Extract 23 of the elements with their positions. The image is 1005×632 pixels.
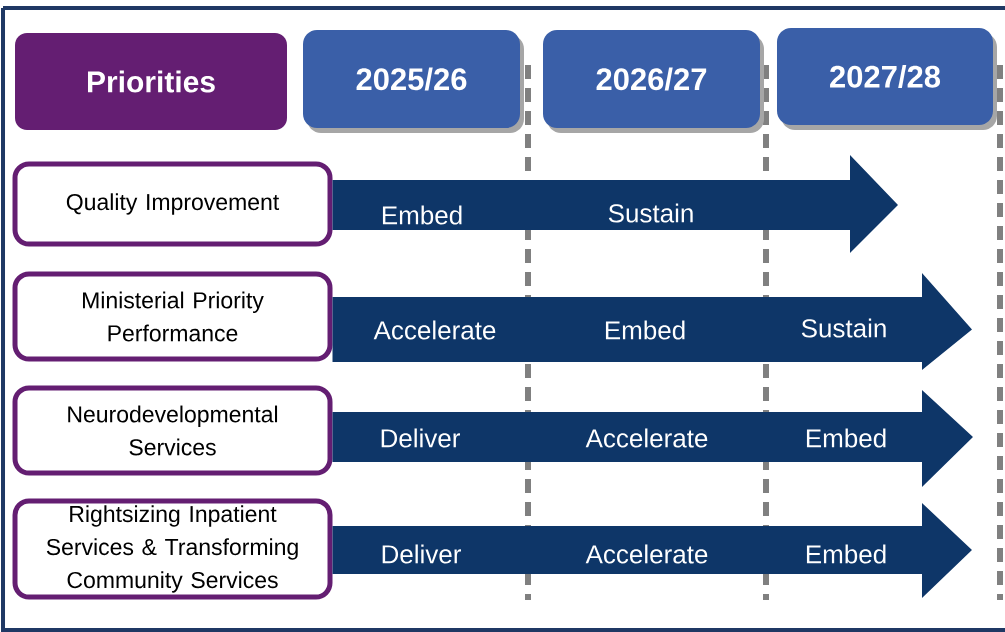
year-box: 2027/28	[777, 28, 997, 130]
phase-label: Accelerate	[585, 428, 708, 448]
phase-label: Embed	[605, 320, 685, 340]
block-arrow	[332, 273, 972, 370]
block-arrow	[332, 503, 972, 598]
priority-box: Ministerial Priority Performance	[12, 271, 333, 362]
priority-box: Neurodevelopmental Services	[12, 385, 333, 476]
phase-label: Deliver	[382, 544, 461, 564]
year-box: 2026/27	[543, 30, 764, 133]
year-box: 2025/26	[303, 30, 524, 133]
phase-label: Deliver	[381, 428, 460, 448]
priority-box: Quality Improvement	[12, 161, 333, 247]
block-arrow	[332, 390, 973, 487]
phase-label: Embed	[806, 428, 886, 448]
phase-label: Embed	[806, 544, 886, 564]
phase-label: Embed	[382, 205, 462, 225]
block-arrow	[332, 155, 898, 253]
priority-box: Rightsizing Inpatient Services & Transforming Community Services	[12, 498, 333, 600]
header-box: Priorities	[15, 33, 287, 130]
phase-label: Sustain	[608, 203, 693, 223]
phase-label: Accelerate	[373, 320, 496, 340]
phase-label: Sustain	[801, 318, 886, 338]
phase-label: Accelerate	[585, 544, 708, 564]
